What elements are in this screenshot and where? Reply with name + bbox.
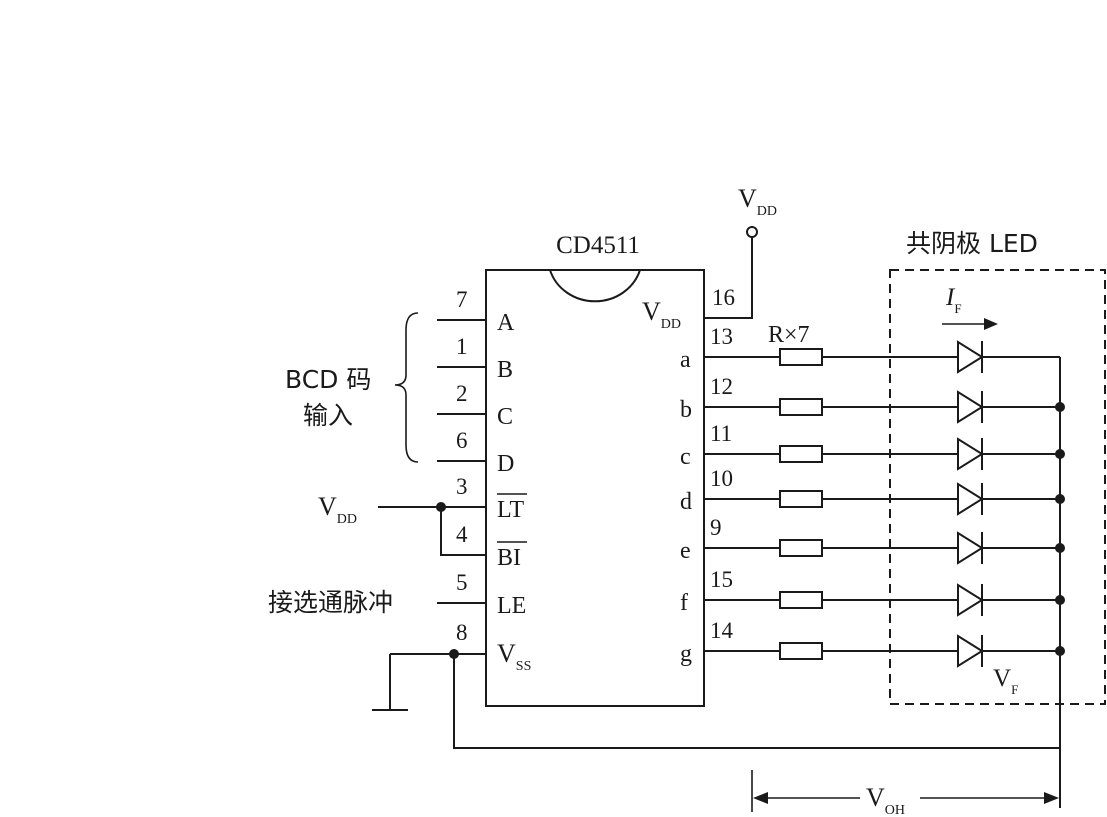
pin-label-vdd: VDD — [642, 297, 681, 332]
resistor-label: R×7 — [768, 322, 810, 348]
pin-number: 2 — [456, 381, 468, 406]
chip-body — [485, 269, 705, 707]
resistor — [779, 398, 823, 416]
led-diode — [957, 482, 984, 516]
resistor — [779, 642, 823, 660]
junction-dot — [436, 502, 446, 512]
pin-number: 15 — [710, 567, 733, 592]
pin-number: 12 — [710, 374, 733, 399]
resistor — [779, 539, 823, 557]
pin-number: 5 — [456, 570, 468, 595]
pin-label: c — [680, 444, 691, 470]
if-label: IF — [945, 284, 962, 316]
pin-label: f — [680, 590, 688, 616]
right-pins: 13 a 12 b 11 c 10 d9e 15 f 14 g — [680, 324, 1065, 668]
led-diode — [957, 340, 984, 374]
led-diode — [957, 634, 984, 668]
resistor — [779, 348, 823, 366]
bcd-input-group: BCD 码 输入 — [285, 312, 419, 463]
vss-ground-return: 8 VSS — [372, 620, 1060, 749]
voh-label: VOH — [866, 783, 905, 817]
pin-number: 4 — [456, 522, 468, 547]
pin-label: LE — [497, 593, 526, 619]
pin-number: 11 — [710, 421, 732, 446]
pin-number: 13 — [710, 324, 733, 349]
pin-label: a — [680, 347, 691, 373]
pin-label: BI — [497, 545, 521, 571]
common-cathode-led-block: 共阴极 LED IF VF — [889, 229, 1106, 808]
pin-label: b — [680, 397, 692, 423]
lt-bi-tie: VDD — [318, 492, 486, 556]
vf-label: VF — [993, 665, 1018, 697]
resistor — [779, 591, 823, 609]
chip-notch — [549, 269, 641, 303]
chip-name: CD4511 — [556, 232, 640, 259]
pin-label: d — [680, 489, 692, 515]
vdd-left-label: VDD — [318, 492, 357, 527]
pin-label: C — [497, 404, 513, 430]
led-block-border — [889, 269, 1106, 705]
pin-number: 1 — [456, 334, 468, 359]
pin-label-vss: VSS — [497, 639, 531, 674]
pin-number-8: 8 — [456, 620, 468, 645]
pin-label: D — [497, 451, 514, 477]
pin-number: 9 — [710, 515, 722, 540]
pin-number: 14 — [710, 618, 734, 643]
led-block-title: 共阴极 LED — [906, 229, 1038, 258]
bcd-input-label-line2: 输入 — [303, 401, 353, 430]
left-pins: 7A 1B 2C 6D 3LT 4BI 5LE — [437, 287, 527, 619]
pin-label: B — [497, 357, 513, 383]
pin-label: e — [680, 538, 691, 564]
strobe-pulse-label: 接选通脉冲 — [268, 588, 393, 617]
bcd-input-label-line1: BCD 码 — [285, 365, 371, 394]
led-diode — [957, 531, 984, 565]
led-diode — [957, 437, 984, 471]
resistor — [779, 445, 823, 463]
pin-label: g — [680, 641, 692, 667]
voh-dimension: VOH — [751, 770, 1059, 817]
led-diode — [957, 390, 984, 424]
pin-label: LT — [497, 497, 524, 523]
vdd-pin-16: VDD 16 VDD — [642, 184, 777, 332]
pin-number: 7 — [456, 287, 468, 312]
pin-label: A — [497, 310, 515, 336]
pin-number: 3 — [456, 474, 468, 499]
cd4511-chip: CD4511 — [485, 232, 705, 707]
resistor — [779, 490, 823, 508]
bcd-brace — [394, 312, 419, 463]
pin-number: 6 — [456, 428, 468, 453]
pin-number: 10 — [710, 466, 733, 491]
pin-number-16: 16 — [712, 285, 735, 310]
led-diode — [957, 583, 984, 617]
vdd-terminal — [746, 226, 758, 238]
vdd-top-label: VDD — [738, 184, 777, 219]
